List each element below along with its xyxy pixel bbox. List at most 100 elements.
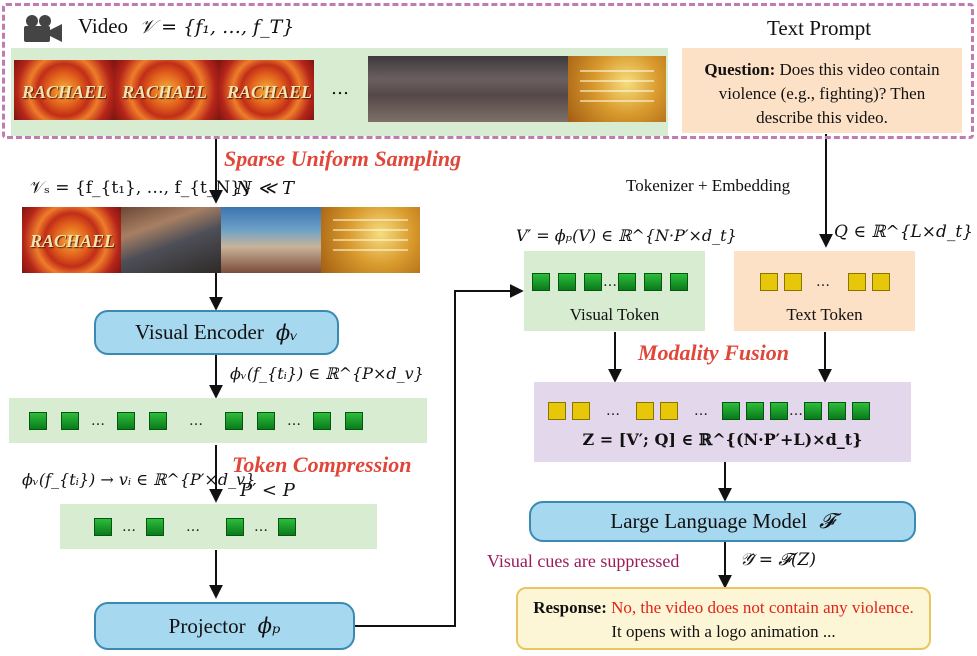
- sampled-frame: [321, 207, 420, 273]
- token-ellipsis: …: [694, 403, 708, 419]
- sampled-frame: [121, 207, 221, 273]
- llm-symbol: 𝓕: [819, 509, 835, 533]
- video-frame: RACHAEL: [14, 60, 114, 120]
- visual-encoder-symbol: ϕᵥ: [275, 320, 298, 345]
- text-token: [572, 402, 590, 420]
- projector-block: Projector ϕₚ: [94, 602, 355, 650]
- text-token-panel: … Text Token: [734, 251, 915, 331]
- visual-token: [746, 402, 764, 420]
- visual-token-panel: … Visual Token: [524, 251, 705, 331]
- video-frame: RACHAEL: [219, 60, 314, 120]
- response-rest-text: It opens with a logo animation ...: [611, 622, 836, 641]
- sampled-frame: [221, 207, 321, 273]
- projector-label: Projector: [168, 613, 246, 638]
- token-ellipsis: …: [603, 274, 617, 290]
- response-label: Response:: [533, 598, 607, 617]
- frames-ellipsis: …: [331, 78, 349, 99]
- encoded-token-row: … … …: [9, 398, 427, 443]
- encoder-output-math: ϕᵥ(f_{tᵢ}) ∈ ℝ^{P×d_v}: [230, 364, 424, 383]
- input-region: [2, 3, 974, 139]
- visual-token: [584, 273, 602, 291]
- visual-token: [722, 402, 740, 420]
- visual-token: [278, 517, 296, 536]
- visual-encoder-label: Visual Encoder: [135, 320, 264, 344]
- visual-token: [770, 402, 788, 420]
- sampled-frames-strip: RACHAEL: [22, 207, 420, 273]
- text-prompt-title: Text Prompt: [767, 16, 872, 40]
- video-frame: [568, 56, 666, 122]
- token-ellipsis: …: [189, 412, 203, 429]
- visual-token: [828, 402, 846, 420]
- visual-token-label: Visual Token: [569, 305, 660, 324]
- video-frame: [468, 56, 568, 122]
- visual-token: [558, 273, 576, 291]
- sparse-sampling-label: Sparse Uniform Sampling: [224, 146, 462, 171]
- video-frame: RACHAEL: [114, 60, 219, 120]
- visual-token: [225, 411, 243, 430]
- visual-token: [345, 411, 363, 430]
- compressed-token-row: … … …: [60, 504, 377, 549]
- visual-token: [117, 411, 135, 430]
- compression-map-math: ϕᵥ(f_{tᵢ}) → vᵢ ∈ ℝ^{P′×d_v}: [22, 470, 256, 489]
- modality-fusion-label: Modality Fusion: [638, 340, 789, 365]
- fusion-panel: … … … Z = [V′; Q] ∈ ℝ^{(N·P′+L)×d_t}: [534, 382, 911, 462]
- video-title-prefix: Video: [78, 14, 129, 38]
- token-ellipsis: …: [789, 403, 803, 419]
- visual-token: [94, 517, 112, 536]
- video-frames-strip: RACHAEL RACHAEL RACHAEL …: [11, 48, 668, 136]
- text-token-math: Q ∈ ℝ^{L×d_t}: [834, 222, 974, 242]
- token-compression-label: Token Compression: [232, 452, 412, 477]
- camera-icon: [22, 14, 64, 44]
- visual-token: [618, 273, 636, 291]
- visual-encoder-block: Visual Encoder ϕᵥ: [94, 310, 339, 355]
- token-ellipsis: …: [287, 412, 301, 429]
- visual-token: [149, 411, 167, 430]
- text-token: [636, 402, 654, 420]
- visual-token: [29, 411, 47, 430]
- visual-token: [532, 273, 550, 291]
- video-set-math: 𝒱 = {f₁, …, f_T}: [139, 16, 295, 38]
- llm-block: Large Language Model 𝓕: [529, 501, 916, 542]
- visual-token: [61, 411, 79, 430]
- response-box: Response: No, the video does not contain…: [516, 587, 931, 650]
- visual-token-math: V′ = ϕₚ(V) ∈ ℝ^{N·P′×d_t}: [516, 226, 737, 245]
- token-ellipsis: …: [254, 518, 268, 535]
- visual-token: [670, 273, 688, 291]
- question-text: Does this video contain violence (e.g., …: [718, 60, 940, 127]
- llm-label: Large Language Model: [610, 509, 808, 533]
- compression-condition: P′ < P: [240, 480, 295, 501]
- text-token: [848, 273, 866, 291]
- tokenizer-label: Tokenizer + Embedding: [626, 176, 791, 195]
- sampling-condition: N ≪ T: [236, 178, 295, 199]
- token-ellipsis: …: [122, 518, 136, 535]
- text-token: [548, 402, 566, 420]
- visual-token: [852, 402, 870, 420]
- token-ellipsis: …: [91, 412, 105, 429]
- sampled-set-math: 𝒱ₛ = {f_{t₁}, …, f_{t_N}}: [30, 178, 252, 198]
- text-token: [872, 273, 890, 291]
- visual-token: [313, 411, 331, 430]
- visual-token: [257, 411, 275, 430]
- projector-symbol: ϕₚ: [257, 614, 281, 638]
- visual-token: [146, 517, 164, 536]
- text-token: [660, 402, 678, 420]
- text-token: [760, 273, 778, 291]
- video-title: Video 𝒱 = {f₁, …, f_T}: [78, 14, 294, 39]
- text-token-label: Text Token: [786, 305, 863, 324]
- fusion-math: Z = [V′; Q] ∈ ℝ^{(N·P′+L)×d_t}: [582, 430, 863, 449]
- response-red-text: No, the video does not contain any viole…: [611, 598, 914, 617]
- llm-output-math: 𝒴̂ = 𝓕(Z): [740, 550, 817, 570]
- token-ellipsis: …: [816, 274, 830, 290]
- sampled-frame: RACHAEL: [22, 207, 121, 273]
- suppressed-note: Visual cues are suppressed: [487, 551, 680, 571]
- visual-token: [804, 402, 822, 420]
- visual-token: [644, 273, 662, 291]
- text-token: [784, 273, 802, 291]
- token-ellipsis: …: [606, 403, 620, 419]
- token-ellipsis: …: [186, 518, 200, 535]
- visual-token: [226, 517, 244, 536]
- video-frame: [368, 56, 468, 122]
- question-box: Question: Does this video contain violen…: [682, 48, 962, 133]
- question-label: Question:: [704, 60, 776, 79]
